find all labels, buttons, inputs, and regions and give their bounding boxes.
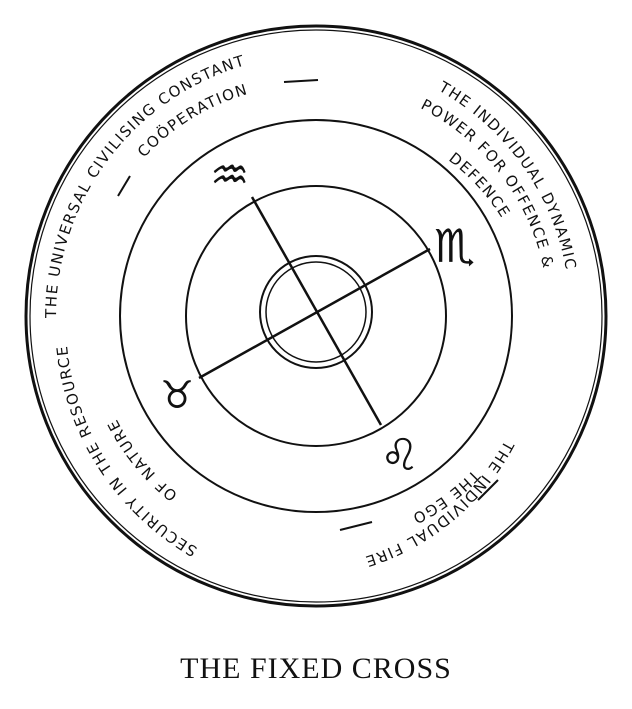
fixed-cross-diagram: ♒ ♏ ♌ ♉ THE UNIVERSAL CIVILISING CONSTAN… [24, 24, 608, 608]
outer-ring-inner-line [29, 29, 603, 603]
center-circle-inner [265, 261, 367, 363]
aquarius-icon: ♒ [210, 150, 249, 201]
center-circle-outer [259, 255, 373, 369]
middle-ring [119, 119, 513, 513]
scorpio-icon: ♏ [434, 219, 475, 273]
inner-ring [185, 185, 447, 447]
zodiac-signs: ♒ ♏ ♌ ♉ [160, 150, 475, 481]
taurus-icon: ♉ [160, 373, 194, 417]
label-cooperation: COÖPERATION [134, 80, 250, 161]
ring-labels: THE UNIVERSAL CIVILISING CONSTANT COÖPER… [42, 51, 579, 570]
cross-line-scorpio-taurus [198, 247, 431, 380]
outer-ring [24, 24, 608, 608]
dashes [117, 79, 499, 531]
rings [24, 24, 608, 608]
diagram-caption: THE FIXED CROSS [180, 652, 452, 685]
leo-icon: ♌ [380, 430, 419, 481]
cross [198, 196, 431, 426]
